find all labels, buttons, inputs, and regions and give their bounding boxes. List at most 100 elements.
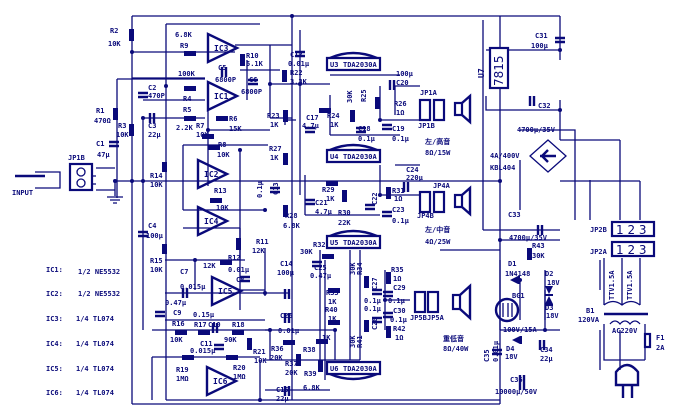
- svg-text:20K: 20K: [270, 354, 283, 362]
- svg-text:JP4B: JP4B: [417, 212, 434, 220]
- svg-text:1K: 1K: [322, 334, 331, 342]
- svg-text:TTV1.5A: TTV1.5A: [626, 270, 634, 300]
- svg-text:IC3:: IC3:: [46, 315, 63, 323]
- svg-text:22μ: 22μ: [540, 355, 553, 363]
- svg-text:R11: R11: [256, 238, 269, 246]
- svg-text:R15: R15: [150, 257, 163, 265]
- opamp-ic4: IC4: [196, 205, 230, 237]
- svg-text:IC5:: IC5:: [46, 365, 63, 373]
- svg-text:R17: R17: [194, 321, 207, 329]
- svg-text:C26: C26: [280, 312, 293, 320]
- svg-text:0.01μ: 0.01μ: [288, 60, 310, 68]
- svg-text:1Ω: 1Ω: [395, 334, 403, 342]
- amp-u6: U6 TDA2030A: [325, 360, 382, 381]
- svg-text:1/2 NE5532: 1/2 NE5532: [78, 268, 120, 276]
- svg-text:30K: 30K: [532, 252, 545, 260]
- opamp-ic6: IC6: [205, 365, 239, 397]
- svg-text:U6: U6: [330, 365, 338, 373]
- svg-text:R4: R4: [183, 95, 191, 103]
- svg-text:R21: R21: [253, 348, 266, 356]
- svg-text:TTV1.5A: TTV1.5A: [608, 270, 616, 300]
- speaker-mid: JP4A JP4B 左/中音 4Ω/25W: [417, 182, 472, 246]
- svg-text:JP1A: JP1A: [420, 89, 438, 97]
- svg-text:10K: 10K: [108, 40, 121, 48]
- svg-text:C14: C14: [280, 260, 293, 268]
- svg-text:D4: D4: [506, 345, 514, 353]
- svg-text:1 2 3: 1 2 3: [616, 223, 647, 237]
- svg-text:0.1μ: 0.1μ: [256, 180, 264, 198]
- svg-text:2A: 2A: [656, 344, 665, 352]
- svg-text:0.015μ: 0.015μ: [190, 347, 216, 355]
- svg-text:15K: 15K: [229, 125, 242, 133]
- svg-text:R38: R38: [303, 346, 316, 354]
- opamp-ic2: IC2: [196, 158, 230, 190]
- capacitor-plates: [109, 36, 565, 396]
- svg-text:C29: C29: [393, 284, 406, 292]
- svg-text:R16: R16: [172, 320, 185, 328]
- svg-text:KBL404: KBL404: [490, 164, 515, 172]
- mosfet-bg1: BG1 100V/15A: [494, 292, 538, 334]
- svg-text:C17: C17: [306, 114, 319, 122]
- svg-text:R19: R19: [176, 366, 189, 374]
- regulator-u7: 7815 U7: [477, 46, 510, 90]
- svg-text:R6: R6: [229, 115, 237, 123]
- svg-text:D3: D3: [545, 304, 553, 312]
- svg-text:0.47μ: 0.47μ: [310, 272, 332, 280]
- svg-text:12K: 12K: [203, 262, 216, 270]
- svg-text:C20: C20: [396, 79, 409, 87]
- svg-text:C28: C28: [371, 317, 379, 330]
- svg-text:1Ω: 1Ω: [396, 109, 404, 117]
- svg-text:R14: R14: [150, 172, 163, 180]
- svg-text:U5: U5: [330, 239, 338, 247]
- ic-legend-row: IC5:1/4 TL074: [46, 365, 114, 373]
- svg-text:20K: 20K: [285, 369, 298, 377]
- svg-text:C30: C30: [393, 307, 406, 315]
- svg-text:R26: R26: [394, 100, 407, 108]
- mains-plug: [614, 363, 640, 398]
- svg-text:R12: R12: [228, 254, 241, 262]
- svg-text:1K: 1K: [270, 154, 279, 162]
- svg-text:470P: 470P: [148, 92, 165, 100]
- svg-text:0.1μ: 0.1μ: [364, 297, 382, 305]
- svg-text:1K: 1K: [330, 121, 339, 129]
- bridge-rectifier: 4A/400V KBL404: [490, 139, 567, 173]
- svg-text:C24: C24: [406, 166, 419, 174]
- svg-text:R23: R23: [267, 112, 280, 120]
- svg-text:C21: C21: [315, 199, 328, 207]
- svg-text:30K: 30K: [346, 90, 354, 103]
- svg-text:R40: R40: [325, 306, 338, 314]
- ic-legend-row: IC1:1/2 NE5532: [46, 266, 120, 276]
- svg-text:TDA2030A: TDA2030A: [343, 365, 378, 373]
- svg-text:4.7μ: 4.7μ: [302, 122, 320, 130]
- svg-text:R25: R25: [360, 89, 368, 102]
- svg-text:22μ: 22μ: [148, 131, 161, 139]
- svg-text:0.1μ: 0.1μ: [388, 297, 406, 305]
- svg-text:4.7μ: 4.7μ: [315, 208, 333, 216]
- svg-text:0.01μ: 0.01μ: [228, 266, 250, 274]
- svg-text:R42: R42: [393, 325, 406, 333]
- svg-text:22K: 22K: [338, 219, 351, 227]
- svg-text:C4: C4: [148, 222, 156, 230]
- svg-text:0.01μ: 0.01μ: [278, 327, 300, 335]
- svg-text:18V: 18V: [546, 312, 559, 320]
- svg-text:1/4 TL074: 1/4 TL074: [76, 315, 114, 323]
- svg-text:R10: R10: [246, 52, 259, 60]
- svg-text:R18: R18: [232, 321, 245, 329]
- svg-text:5.1K: 5.1K: [246, 60, 264, 68]
- svg-text:0.1μ: 0.1μ: [392, 217, 410, 225]
- svg-text:0.1μ: 0.1μ: [390, 316, 408, 324]
- svg-text:C3: C3: [148, 122, 156, 130]
- svg-text:1MΩ: 1MΩ: [233, 373, 246, 381]
- svg-text:IC2:: IC2:: [46, 290, 63, 298]
- svg-text:1MΩ: 1MΩ: [176, 375, 189, 383]
- amp-u4: U4 TDA2030A: [325, 143, 382, 164]
- svg-text:6800P: 6800P: [215, 76, 236, 84]
- svg-text:C19: C19: [392, 125, 405, 133]
- svg-text:R30: R30: [338, 209, 351, 217]
- svg-text:R36: R36: [271, 345, 284, 353]
- svg-text:R7: R7: [196, 122, 204, 130]
- svg-text:R31: R31: [392, 187, 405, 195]
- svg-text:JP5B: JP5B: [410, 314, 427, 322]
- svg-text:12K: 12K: [252, 247, 265, 255]
